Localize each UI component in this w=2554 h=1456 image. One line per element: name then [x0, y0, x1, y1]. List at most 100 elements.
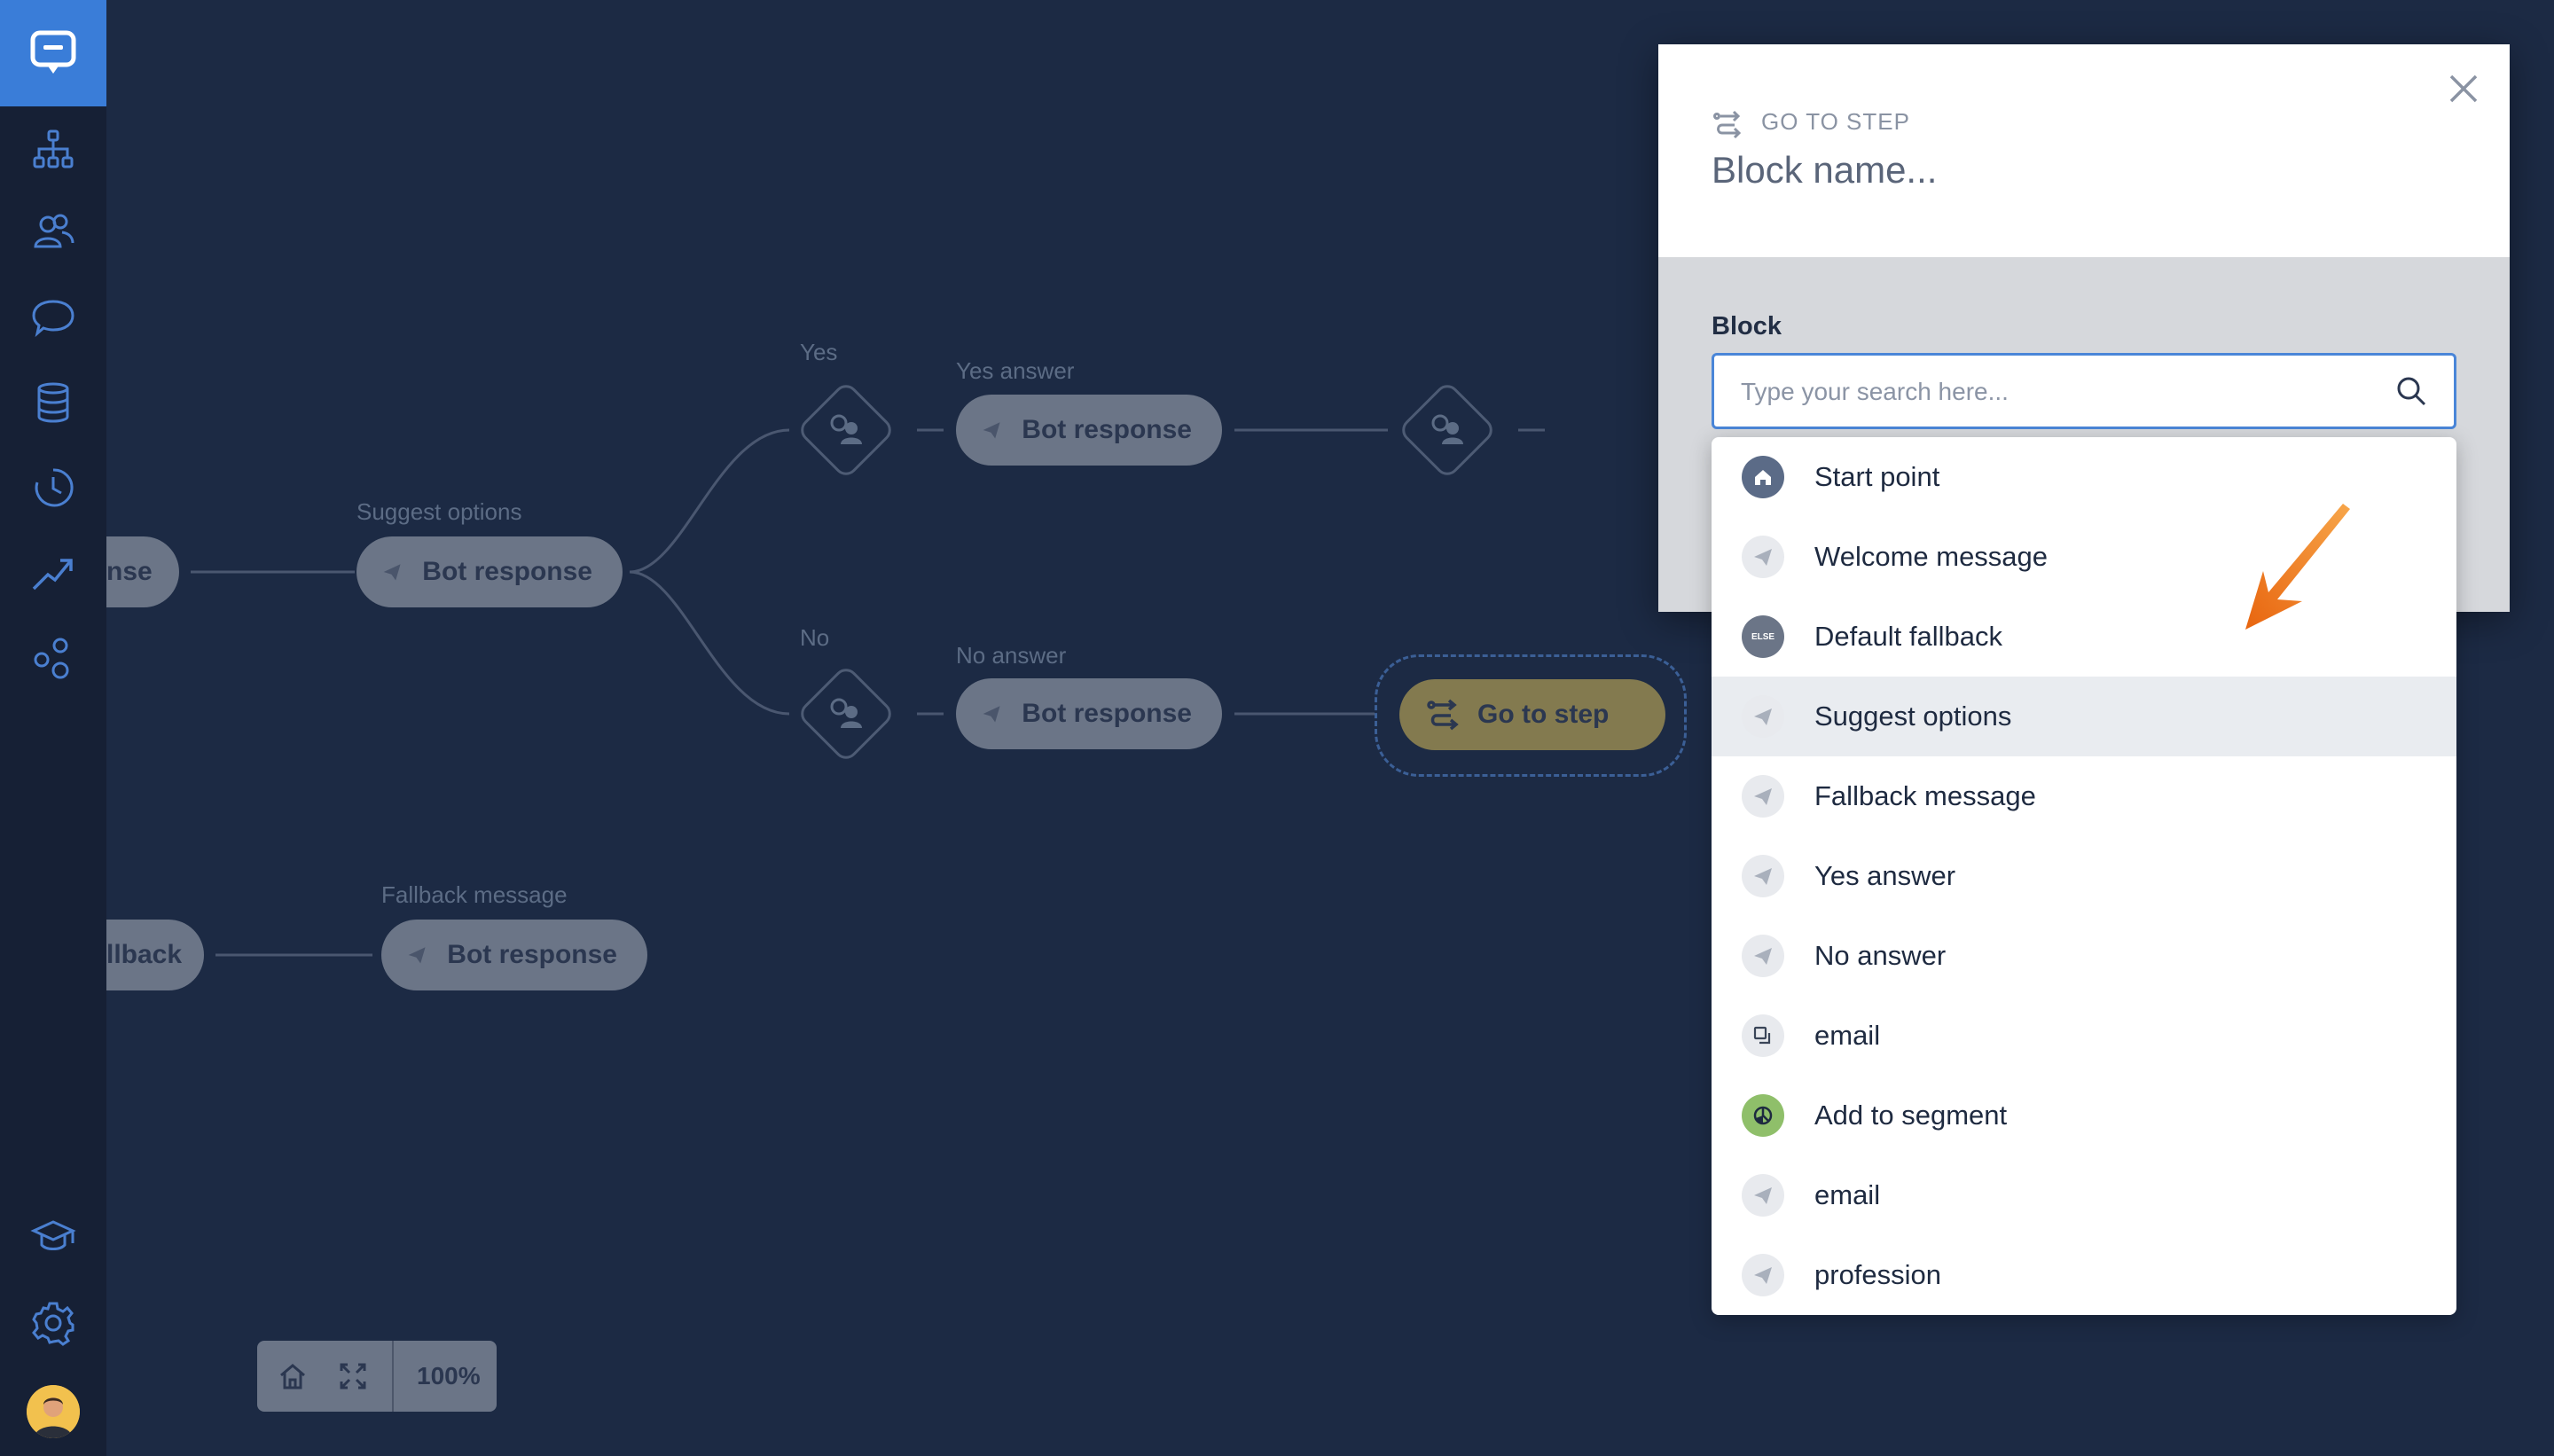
user-check-icon — [830, 698, 862, 728]
hierarchy-icon — [33, 129, 74, 168]
flow-node-partial[interactable]: llback — [106, 920, 204, 990]
bot-response-node[interactable]: Bot response — [956, 395, 1222, 466]
option-suggest-options[interactable]: Suggest options — [1712, 677, 2456, 756]
block-search-field[interactable] — [1712, 353, 2456, 429]
go-to-step-icon — [1713, 110, 1742, 139]
divider — [392, 1341, 394, 1412]
user-portrait-icon — [27, 1385, 80, 1438]
panel-header: GO TO STEP Block name... — [1658, 44, 2510, 257]
nav-history[interactable] — [27, 461, 80, 514]
block-field-label: Block — [1712, 312, 1782, 341]
pointer-arrow-icon — [2245, 504, 2350, 630]
block-dropdown-list: Start point Welcome message ELSE Default… — [1712, 437, 2456, 1315]
send-icon — [408, 947, 426, 964]
option-label: No answer — [1814, 940, 1947, 971]
expand-icon — [340, 1363, 366, 1389]
option-welcome-message[interactable]: Welcome message — [1712, 517, 2456, 597]
send-icon — [1742, 1254, 1784, 1296]
option-label: profession — [1814, 1259, 1942, 1290]
bot-response-node[interactable]: Bot response — [381, 920, 647, 990]
nav-integrations[interactable] — [27, 631, 80, 685]
option-fallback-message[interactable]: Fallback message — [1712, 756, 2456, 836]
option-no-answer[interactable]: No answer — [1712, 916, 2456, 996]
option-email[interactable]: email — [1712, 1155, 2456, 1235]
user-avatar[interactable] — [27, 1385, 80, 1438]
nav-chats[interactable] — [27, 291, 80, 344]
option-start-point[interactable]: Start point — [1712, 437, 2456, 517]
nav-audience[interactable] — [27, 206, 80, 259]
home-button[interactable] — [262, 1341, 323, 1412]
node-label: Bot response — [1022, 415, 1192, 444]
speech-bubble-icon — [32, 300, 74, 338]
nav-analytics[interactable] — [27, 546, 80, 599]
zoom-level: 100% — [417, 1362, 481, 1389]
attribute-icon — [1742, 1014, 1784, 1057]
send-icon — [1742, 695, 1784, 738]
chatbot-logo[interactable] — [0, 0, 106, 106]
connection-lines — [191, 428, 1545, 957]
block-name-input[interactable]: Block name... — [1712, 149, 1938, 191]
send-icon — [983, 422, 1000, 439]
option-default-fallback[interactable]: ELSE Default fallback — [1712, 597, 2456, 677]
option-label: Default fallback — [1814, 621, 2002, 652]
fit-screen-button[interactable] — [323, 1341, 383, 1412]
database-icon — [37, 382, 69, 423]
send-icon — [1742, 536, 1784, 578]
integrations-icon — [34, 638, 69, 679]
option-label: Fallback message — [1814, 780, 2036, 811]
option-label: Suggest options — [1814, 701, 2012, 732]
option-add-to-segment[interactable]: Add to segment — [1712, 1076, 2456, 1155]
node-label: Bot response — [422, 557, 592, 586]
nav-learning[interactable] — [27, 1211, 80, 1264]
branch-label: Yes — [800, 339, 838, 365]
node-caption: No answer — [956, 642, 1067, 669]
send-icon — [383, 564, 401, 581]
user-check-icon — [830, 414, 862, 444]
nav-settings[interactable] — [27, 1296, 80, 1350]
user-check-icon — [1431, 414, 1463, 444]
option-label: email — [1814, 1179, 1881, 1210]
option-email-attribute[interactable]: email — [1712, 996, 2456, 1076]
selection-outline — [1375, 654, 1687, 777]
sidebar — [0, 0, 106, 1456]
bot-response-node[interactable]: Bot response — [956, 678, 1222, 749]
node-caption: Suggest options — [356, 498, 522, 525]
search-icon — [2397, 377, 2426, 406]
send-icon — [1742, 855, 1784, 897]
option-label: email — [1814, 1020, 1881, 1051]
node-label: Go to step — [1477, 700, 1610, 729]
users-icon — [34, 214, 74, 248]
nav-data[interactable] — [27, 376, 80, 429]
graduation-cap-icon — [30, 1220, 76, 1250]
node-label: llback — [106, 940, 183, 969]
else-badge: ELSE — [1751, 631, 1775, 642]
go-to-step-icon — [1427, 699, 1459, 731]
node-label: Bot response — [1022, 699, 1192, 728]
option-label: Yes answer — [1814, 860, 1956, 891]
clock-history-icon — [35, 468, 74, 507]
option-yes-answer[interactable]: Yes answer — [1712, 836, 2456, 916]
go-to-step-node[interactable]: Go to step — [1399, 679, 1665, 750]
close-icon[interactable] — [2444, 69, 2483, 108]
gear-icon — [32, 1302, 74, 1346]
home-icon — [280, 1364, 305, 1389]
option-label: Welcome message — [1814, 541, 2049, 572]
send-icon — [1742, 1174, 1784, 1217]
search-input[interactable] — [1739, 356, 2381, 428]
node-label: nse — [106, 557, 153, 586]
send-icon — [1742, 935, 1784, 977]
segment-icon — [1742, 1094, 1784, 1137]
option-label: Add to segment — [1814, 1100, 2008, 1131]
nav-stories[interactable] — [27, 122, 80, 176]
send-icon — [1742, 775, 1784, 818]
option-label: Start point — [1814, 461, 1940, 492]
branch-label: No — [800, 624, 830, 651]
else-icon: ELSE — [1742, 615, 1784, 658]
flow-node-partial[interactable]: nse — [106, 536, 179, 607]
node-caption: Fallback message — [381, 881, 568, 908]
send-icon — [983, 706, 1000, 723]
chat-bubble-icon — [30, 30, 76, 74]
bot-response-node[interactable]: Bot response — [356, 536, 623, 607]
option-profession[interactable]: profession — [1712, 1235, 2456, 1315]
home-icon — [1742, 456, 1784, 498]
